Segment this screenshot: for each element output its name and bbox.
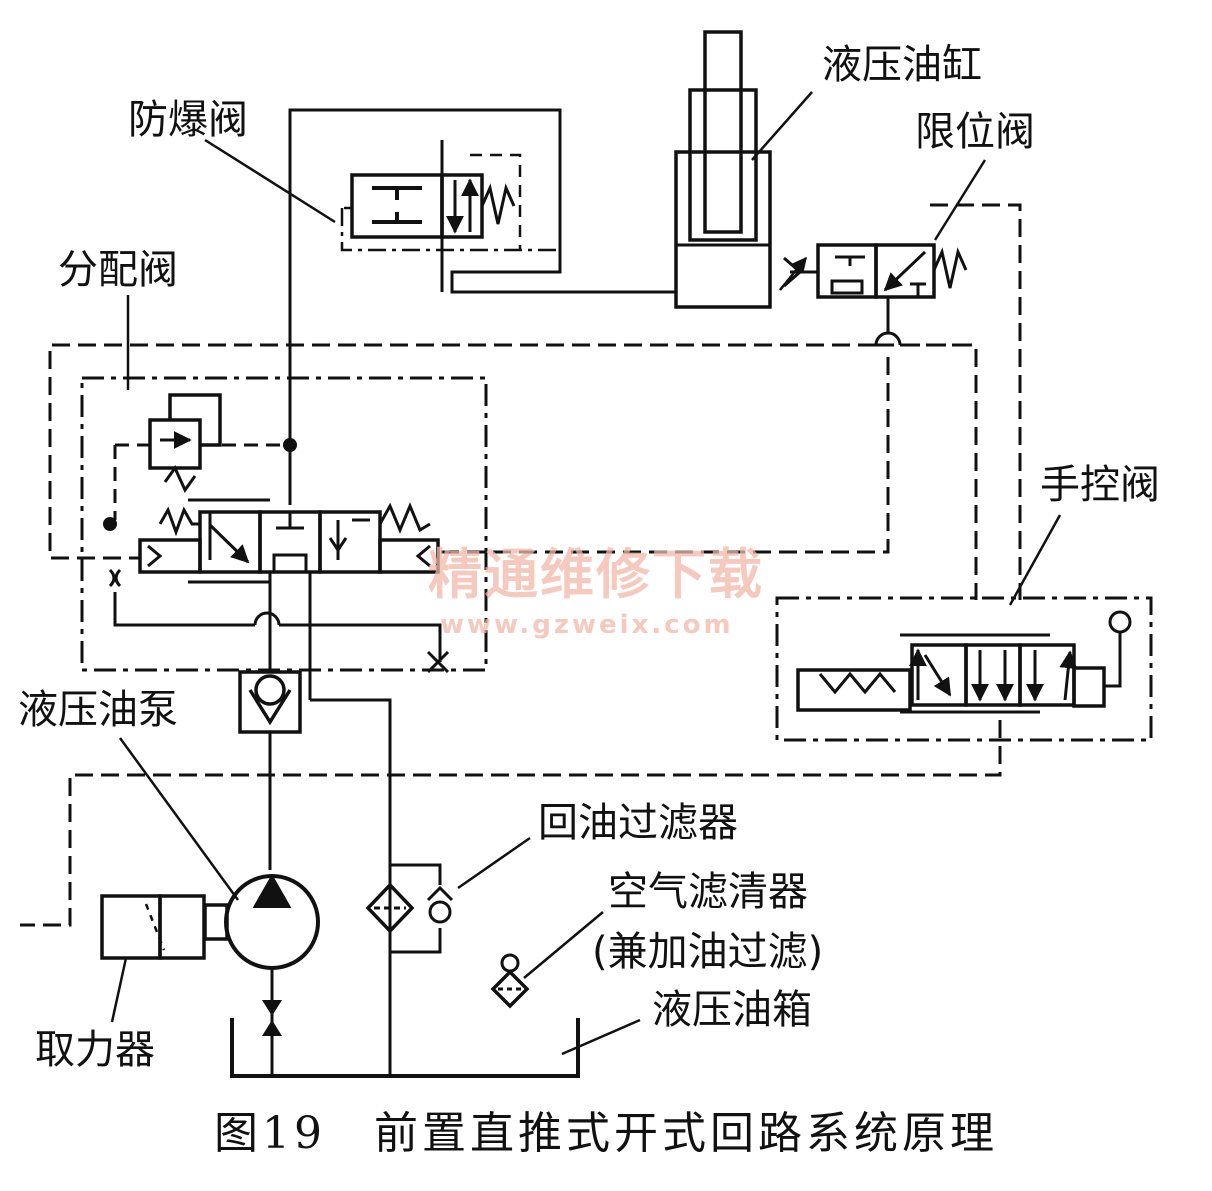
air-filter — [490, 953, 530, 1009]
return-oil-filter — [365, 863, 454, 954]
label-distribution-valve: 分配阀 — [58, 247, 178, 293]
label-manual-valve: 手控阀 — [1040, 462, 1160, 508]
manual-valve — [775, 596, 1153, 742]
label-hydraulic-pump: 液压油泵 — [18, 687, 178, 733]
label-hydraulic-oil-tank: 液压油箱 — [652, 987, 812, 1033]
label-air-filter-note: (兼加油过滤) — [592, 929, 824, 975]
figure-caption: 图19 前置直推式开式回路系统原理 — [214, 1108, 998, 1159]
hydraulic-cylinder — [674, 30, 772, 309]
hydraulic-oil-tank — [230, 1018, 580, 1078]
hydraulic-pump — [203, 873, 320, 970]
label-explosion-proof-valve: 防爆阀 — [128, 97, 248, 143]
label-air-filter: 空气滤清器 — [608, 869, 808, 915]
label-hydraulic-cylinder: 液压油缸 — [822, 42, 982, 88]
check-valve — [238, 670, 302, 734]
watermark-text: 精通维修下载 — [428, 543, 764, 606]
explosion-proof-valve — [340, 130, 562, 252]
limit-valve — [779, 243, 968, 299]
label-limit-valve: 限位阀 — [915, 109, 1035, 155]
label-power-take-off: 取力器 — [35, 1027, 155, 1073]
label-return-oil-filter: 回油过滤器 — [538, 800, 738, 846]
power-take-off — [100, 894, 206, 960]
watermark-url: www.gzweix.com — [440, 610, 734, 640]
distribution-valve — [80, 376, 488, 674]
